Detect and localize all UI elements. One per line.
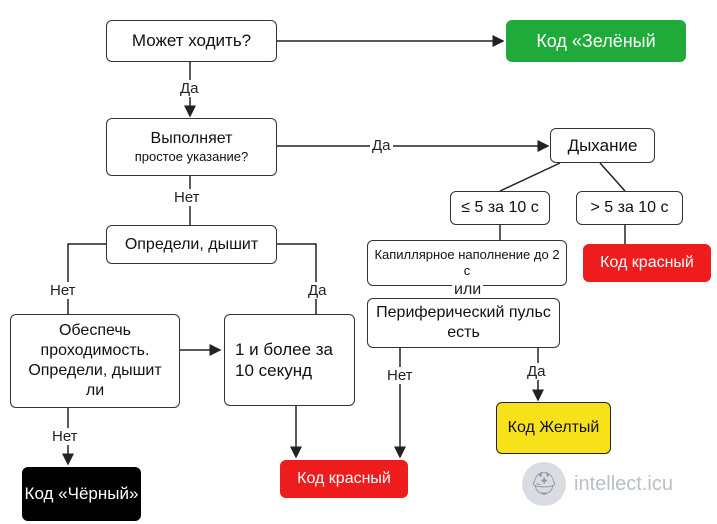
node-code-red-bottom-text: Код красный [297, 470, 391, 487]
line-breathing-le5 [499, 162, 561, 192]
node-capillary: Капиллярное наполнение до 2 с [367, 240, 567, 286]
node-le5: ≤ 5 за 10 с [450, 191, 550, 225]
node-determine-breathing: Определи, дышит [106, 225, 277, 264]
node-code-green: Код «Зелёный [506, 20, 686, 62]
label-yes-peripheral: Да [525, 363, 548, 380]
node-simple-command-line1: Выполняет [150, 129, 233, 147]
label-yes-cmd: Да [370, 137, 393, 154]
node-code-red-bottom: Код красный [280, 460, 408, 498]
node-breathing: Дыхание [550, 128, 655, 163]
node-breathing-text: Дыхание [567, 135, 638, 155]
label-yes-determine: Да [306, 282, 329, 299]
node-gt5: > 5 за 10 с [576, 191, 683, 225]
node-gt5-text: > 5 за 10 с [590, 199, 669, 216]
line-determine-airway [67, 243, 106, 314]
node-capillary-text: Капиллярное наполнение до 2 с [374, 246, 560, 278]
label-no-airway: Нет [50, 428, 80, 445]
node-code-green-text: Код «Зелёный [536, 30, 656, 51]
or-label: или [452, 281, 484, 299]
node-peripheral-pulse-text: Периферический пульс есть [376, 304, 551, 341]
label-no-determine: Нет [48, 282, 78, 299]
label-no-peripheral: Нет [385, 367, 415, 384]
node-simple-command-line2: простое указание? [134, 148, 249, 164]
line-determine-yes [277, 243, 317, 314]
line-breathing-gt5 [599, 162, 626, 192]
watermark-text: intellect.icu [574, 472, 673, 495]
label-yes-walk: Да [178, 80, 201, 97]
node-one-or-more: 1 и более за 10 секунд [224, 314, 355, 406]
node-airway: Обеспечь проходимость. Определи, дышит л… [10, 314, 180, 408]
node-one-or-more-text: 1 и более за 10 секунд [235, 339, 334, 380]
node-can-walk: Может ходить? [106, 20, 277, 62]
node-determine-breathing-text: Определи, дышит [124, 235, 259, 253]
node-le5-text: ≤ 5 за 10 с [461, 199, 539, 216]
node-code-black: Код «Чёрный» [22, 467, 141, 521]
watermark: ⛑ intellect.icu [522, 462, 673, 506]
node-code-yellow: Код Желтый [496, 402, 611, 454]
node-code-red-right-text: Код красный [600, 254, 694, 271]
node-code-yellow-text: Код Желтый [507, 419, 600, 436]
node-can-walk-text: Может ходить? [131, 31, 252, 51]
label-no-cmd: Нет [172, 189, 202, 206]
node-airway-text: Обеспечь проходимость. Определи, дышит л… [28, 322, 162, 399]
watermark-logo-icon: ⛑ [522, 462, 566, 506]
node-simple-command: Выполняет простое указание? [106, 118, 277, 176]
node-peripheral-pulse: Периферический пульс есть [367, 298, 560, 348]
node-code-black-text: Код «Чёрный» [24, 484, 139, 504]
node-code-red-right: Код красный [583, 244, 711, 282]
